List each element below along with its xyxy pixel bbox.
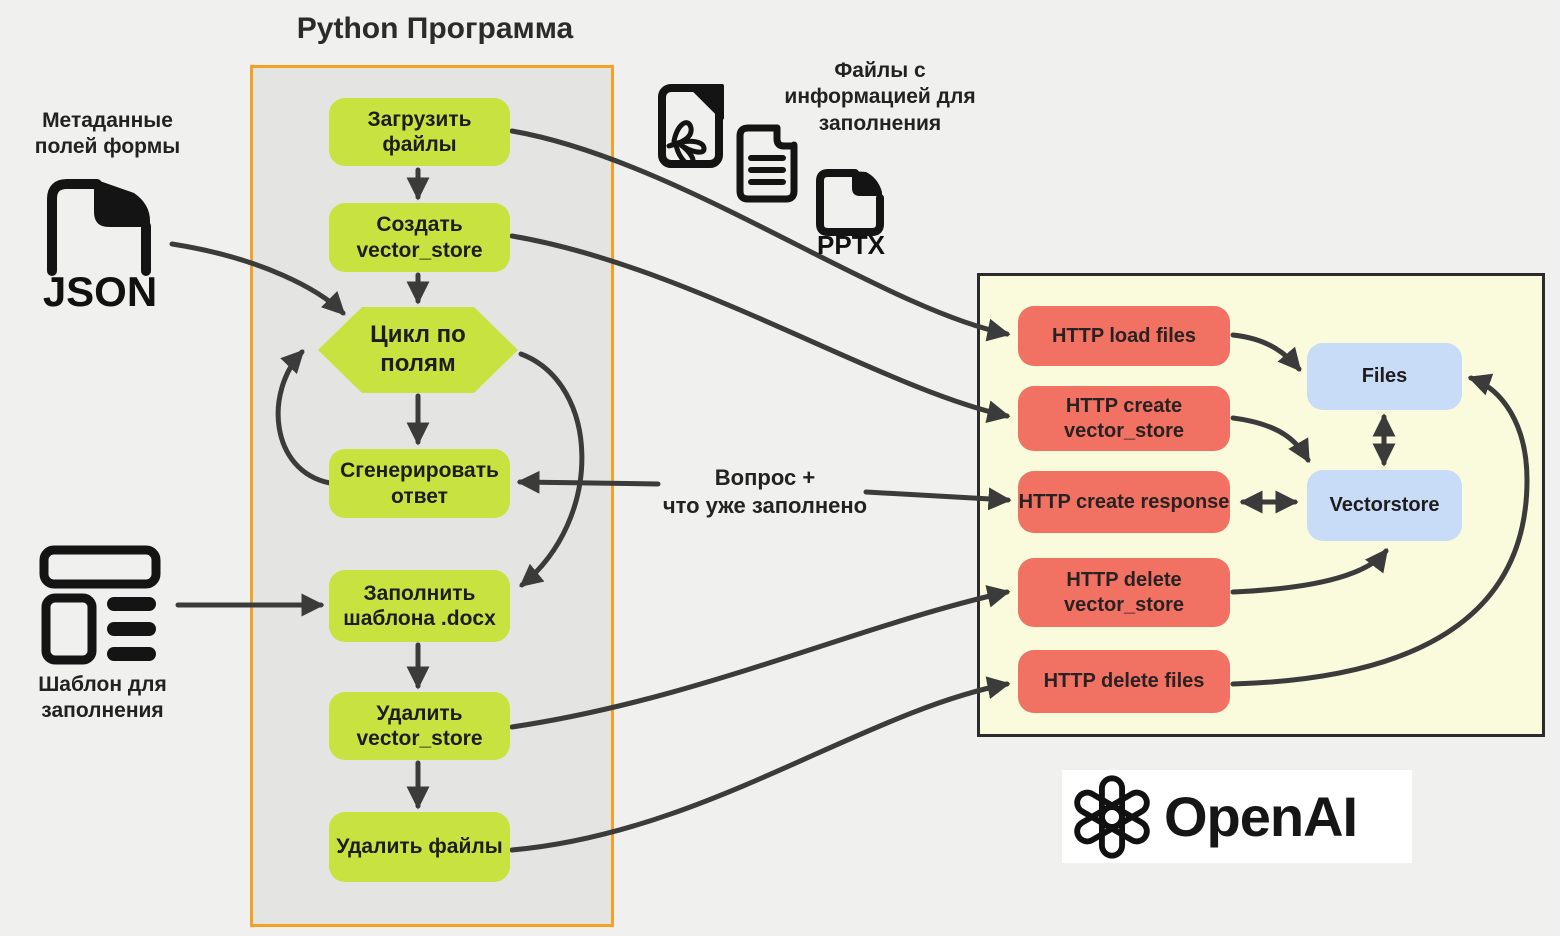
template-label: Шаблон для заполнения (38, 673, 167, 723)
endpoint-http-delete-vector-store: HTTP delete vector_store (1018, 558, 1230, 627)
template-icon (39, 545, 161, 665)
pptx-file-icon (816, 169, 884, 236)
openai-logo-card: OpenAI (1062, 770, 1412, 863)
files-info-label: Файлы с информацией для заполнения (784, 59, 976, 135)
endpoint-http-delete-files: HTTP delete files (1018, 650, 1230, 713)
endpoint-http-load-files: HTTP load files (1018, 306, 1230, 366)
pdf-file-icon (658, 84, 724, 168)
step-create-vector-store: Создать vector_store (329, 203, 510, 272)
step-delete-files: Удалить файлы (329, 812, 510, 882)
step-loop-over-fields: Цикл по полям (318, 307, 518, 393)
store-files: Files (1307, 343, 1462, 410)
openai-logo-icon (1074, 774, 1150, 859)
document-file-icon (736, 124, 798, 203)
step-generate-answer: Сгенерировать ответ (329, 449, 510, 518)
json-file-icon (47, 179, 151, 276)
page-title: Python Программа (296, 12, 574, 45)
json-file-type-label: JSON (42, 268, 158, 315)
pptx-file-type-label: PPTX (817, 230, 885, 260)
endpoint-http-create-response: HTTP create response (1018, 471, 1230, 533)
store-vectorstore: Vectorstore (1307, 470, 1462, 541)
endpoint-http-create-vector-store: HTTP create vector_store (1018, 386, 1230, 451)
question-label: Вопрос + что уже заполнено (662, 465, 868, 518)
openai-wordmark: OpenAI (1164, 785, 1358, 848)
step-load-files: Загрузить файлы (329, 98, 510, 166)
step-delete-vector-store: Удалить vector_store (329, 692, 510, 760)
step-fill-template-docx: Заполнить шаблона .docx (329, 570, 510, 642)
form-metadata-label: Метаданные полей формы (34, 109, 181, 159)
